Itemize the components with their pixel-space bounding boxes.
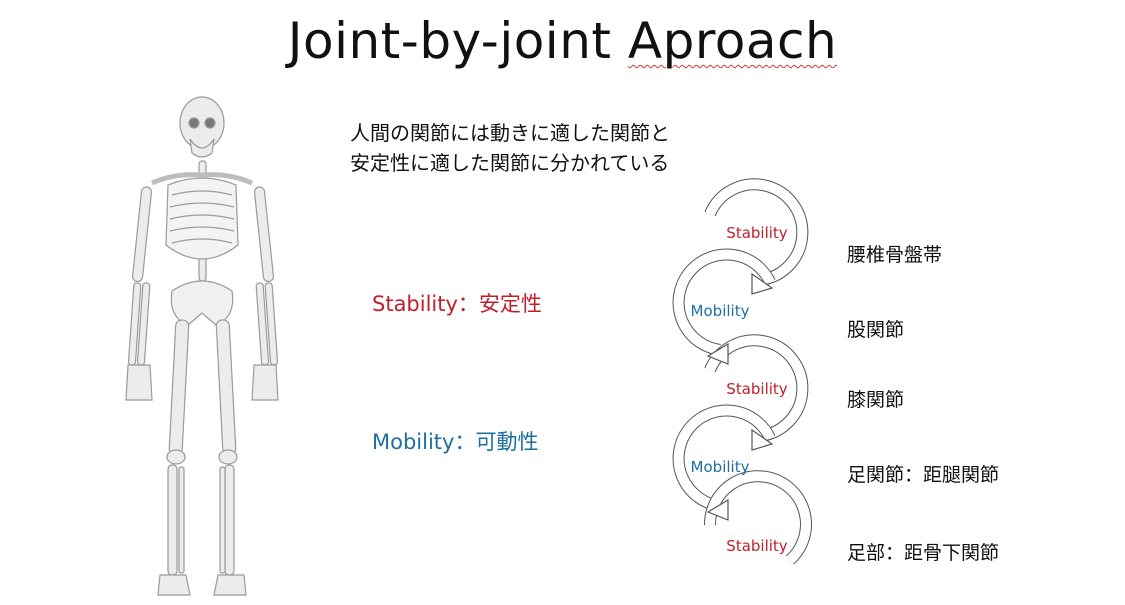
legend-stability: Stability：安定性: [372, 292, 542, 316]
stability-mobility-chain: Stability Mobility Stability Mobility St…: [672, 178, 812, 565]
description-line-1: 人間の関節には動きに適した関節と: [350, 121, 670, 145]
circle-label-5: Stability: [726, 537, 788, 555]
circle-label-3: Stability: [726, 380, 788, 398]
joint-label-ankle: 足関節：距腿関節: [847, 464, 1000, 486]
joint-label-foot: 足部：距骨下関節: [847, 542, 1000, 564]
circle-label-1: Stability: [726, 224, 788, 242]
circle-label-4: Mobility: [691, 458, 750, 476]
description-line-2: 安定性に適した関節に分かれている: [350, 151, 670, 175]
joint-label-lumbopelvic: 腰椎骨盤帯: [847, 244, 943, 266]
title-main: Joint-by-joint: [287, 12, 612, 70]
slide-title: Joint-by-joint Aproach: [0, 12, 1125, 70]
joint-label-hip: 股関節: [847, 319, 905, 341]
joint-label-knee: 膝関節: [847, 389, 905, 411]
circle-label-2: Mobility: [691, 302, 750, 320]
legend-mobility: Mobility：可動性: [372, 430, 539, 454]
title-misspelled-word: Aproach: [627, 12, 838, 70]
skeleton-illustration: [125, 96, 279, 596]
description: 人間の関節には動きに適した関節と 安定性に適した関節に分かれている: [350, 118, 670, 178]
